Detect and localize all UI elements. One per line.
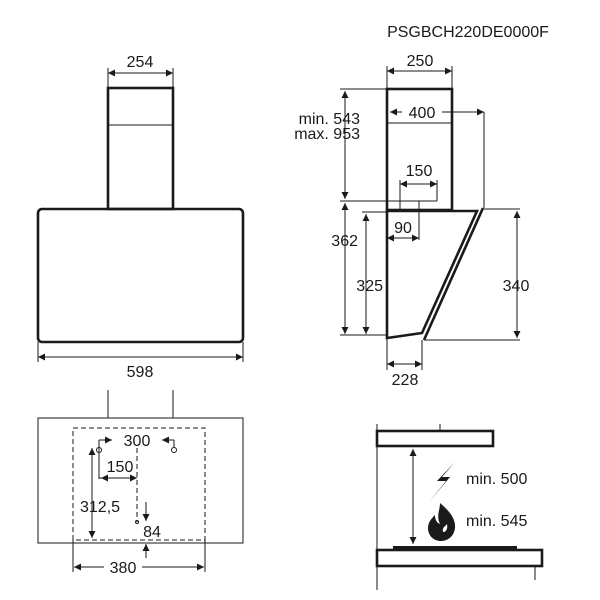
dim-vertical: 312,5 [80,499,120,516]
front-view: 254 598 [36,54,245,381]
hood-body [36,207,245,344]
worktop [375,548,544,568]
glass-panel [422,207,485,341]
dim-hood-width: 598 [127,364,154,381]
hood-side [375,429,495,448]
flame-icon [428,503,456,541]
dim-min-height: min. 543 [299,111,360,128]
dim-chimney-width: 254 [127,54,154,71]
dim-duct-offset: 90 [394,220,412,237]
dim-duct-width: 150 [406,163,433,180]
clearance-view: min. 500 min. 545 [375,424,544,590]
side-body [385,209,480,340]
dim-bottom-offset: 84 [143,524,161,541]
dim-depth-top: 400 [409,105,436,122]
dim-bracket-width: 380 [110,560,137,577]
dim-body-height: 325 [356,278,383,295]
mounting-view: 300 150 312,5 84 380 [37,390,244,577]
lightning-icon [429,462,455,502]
dim-bottom-depth: 228 [392,372,419,389]
chimney [106,86,175,211]
dim-side-chimney: 250 [407,53,434,70]
side-view: 250 400 min. 543 max. 953 150 90 362 325… [294,53,529,389]
model-number: PSGBCH220DE0000F [387,24,549,41]
dim-max-height: max. 953 [294,126,360,143]
dim-total-height: 362 [331,233,358,250]
dim-hole-spacing: 300 [124,433,151,450]
hood-back [37,417,244,544]
dim-hole-offset: 150 [107,459,134,476]
clearance-gas: min. 545 [466,513,527,530]
mounting-area [72,427,206,541]
clearance-electric: min. 500 [466,471,527,488]
dim-glass-height: 340 [503,278,530,295]
hob [393,546,517,550]
